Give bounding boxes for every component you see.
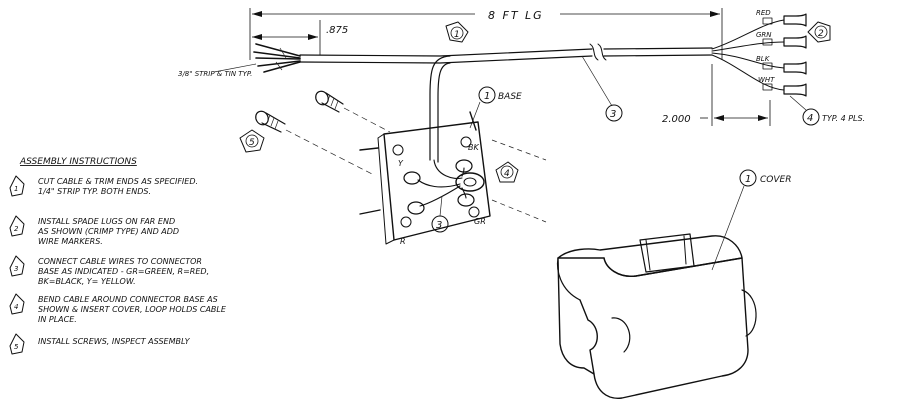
base-label: BASE — [498, 92, 522, 102]
instruction-step-1: 1 CUT CABLE & TRIM ENDS AS SPECIFIED. 1/… — [9, 175, 198, 197]
terminal-green — [457, 193, 475, 207]
terminal-red — [407, 201, 425, 215]
svg-text:IN PLACE.: IN PLACE. — [38, 315, 77, 324]
cable-step-flag: 1 — [445, 21, 469, 43]
instruction-step-2: 2 INSTALL SPADE LUGS ON FAR END AS SHOWN… — [9, 215, 179, 246]
svg-text:5: 5 — [249, 138, 255, 148]
svg-text:INSTALL SCREWS, INSPECT ASSEMB: INSTALL SCREWS, INSPECT ASSEMBLY — [38, 337, 191, 346]
overall-length-label: 8 FT LG — [488, 9, 544, 22]
strip-tin-label: 3/8" STRIP & TIN TYP. — [178, 70, 252, 78]
connector-cover — [556, 233, 757, 399]
svg-text:1: 1 — [484, 91, 490, 102]
connector-base: 3 BK Y R GR — [359, 111, 547, 246]
lug-offset-label: 2.000 — [662, 114, 691, 125]
svg-text:3: 3 — [610, 109, 616, 120]
wire-label-red: RED — [756, 9, 771, 17]
lug-offset-dimension: 2.000 — [662, 64, 771, 126]
wire-marker-green — [762, 38, 773, 46]
instruction-step-4: 4 BEND CABLE AROUND CONNECTOR BASE AS SH… — [9, 293, 227, 324]
svg-text:4: 4 — [807, 113, 813, 124]
screw-upper — [315, 90, 391, 133]
connector-step-flag: 4 — [495, 161, 519, 183]
strip-length-dimension: .875 — [252, 20, 348, 55]
spade-lug-red — [783, 13, 807, 27]
spade-lug-black — [783, 61, 807, 75]
svg-text:INSTALL SPADE LUGS ON FAR END: INSTALL SPADE LUGS ON FAR END — [38, 217, 175, 226]
cover-label: COVER — [760, 175, 791, 185]
instruction-step-5: 5 INSTALL SCREWS, INSPECT ASSEMBLY — [9, 333, 191, 355]
wire-label-white: WHT — [758, 76, 775, 84]
instructions-title: ASSEMBLY INSTRUCTIONS — [19, 157, 137, 167]
base-item-balloon: 1 BASE — [469, 86, 522, 129]
svg-text:AS SHOWN (CRIMP TYPE) AND ADD: AS SHOWN (CRIMP TYPE) AND ADD — [37, 227, 179, 236]
screws-step-flag: 5 — [239, 129, 265, 153]
lugs-step-flag: 2 — [807, 21, 831, 43]
cable — [253, 43, 713, 163]
wire-fan-right — [711, 17, 785, 91]
wire-color-labels: RED GRN BLK WHT — [756, 9, 775, 84]
svg-text:1: 1 — [454, 30, 460, 40]
spade-lug-white — [783, 83, 807, 97]
svg-text:5: 5 — [14, 343, 19, 351]
svg-text:1: 1 — [14, 185, 18, 193]
svg-text:2: 2 — [818, 29, 824, 39]
cover-item-balloon: 1 COVER — [711, 169, 791, 271]
wire-marker-red — [762, 17, 773, 25]
wire-marker-white — [762, 83, 773, 91]
spade-lugs — [783, 13, 807, 97]
lug-qty-note: TYP. 4 PLS. — [822, 114, 865, 123]
svg-text:CUT CABLE & TRIM ENDS AS SPECI: CUT CABLE & TRIM ENDS AS SPECIFIED. — [38, 177, 198, 186]
svg-text:2: 2 — [14, 225, 19, 233]
overall-length-dimension: 8 FT LG — [249, 8, 723, 60]
wire-label-black: BLK — [756, 55, 771, 63]
svg-text:3: 3 — [436, 220, 442, 231]
terminal-label-red: R — [400, 237, 406, 246]
svg-text:WIRE MARKERS.: WIRE MARKERS. — [38, 237, 103, 246]
wire-marker-black — [762, 62, 773, 70]
strip-tin-note: 3/8" STRIP & TIN TYP. — [178, 63, 257, 78]
svg-text:3: 3 — [14, 265, 18, 273]
assembly-instructions: ASSEMBLY INSTRUCTIONS 1 CUT CABLE & TRIM… — [9, 157, 227, 355]
spade-lug-green — [783, 35, 807, 49]
svg-text:BEND CABLE AROUND CONNECTOR BA: BEND CABLE AROUND CONNECTOR BASE AS — [38, 295, 218, 304]
svg-text:1/4" STRIP TYP. BOTH ENDS.: 1/4" STRIP TYP. BOTH ENDS. — [38, 187, 151, 196]
instruction-step-3: 3 CONNECT CABLE WIRES TO CONNECTOR BASE … — [9, 255, 209, 286]
svg-text:BK=BLACK, Y= YELLOW.: BK=BLACK, Y= YELLOW. — [38, 277, 136, 286]
svg-text:4: 4 — [504, 169, 510, 179]
svg-text:4: 4 — [14, 303, 18, 311]
lug-item-balloon: 4 TYP. 4 PLS. — [789, 95, 865, 126]
wire-item-balloon: 3 — [581, 55, 623, 122]
strip-length-label: .875 — [326, 25, 348, 36]
svg-text:CONNECT CABLE WIRES TO CONNECT: CONNECT CABLE WIRES TO CONNECTOR — [38, 257, 202, 266]
terminal-label-yellow: Y — [398, 159, 404, 168]
terminal-label-black: BK — [468, 143, 479, 152]
terminal-yellow — [403, 171, 421, 185]
wire-label-green: GRN — [756, 31, 772, 39]
svg-text:1: 1 — [745, 174, 751, 185]
terminal-label-green: GR — [474, 217, 486, 226]
screw-lower — [255, 110, 373, 175]
svg-text:BASE AS INDICATED - GR=GREEN,: BASE AS INDICATED - GR=GREEN, R=RED, — [38, 267, 209, 276]
svg-text:SHOWN & INSERT COVER, LOOP HOL: SHOWN & INSERT COVER, LOOP HOLDS CABLE — [38, 305, 227, 314]
